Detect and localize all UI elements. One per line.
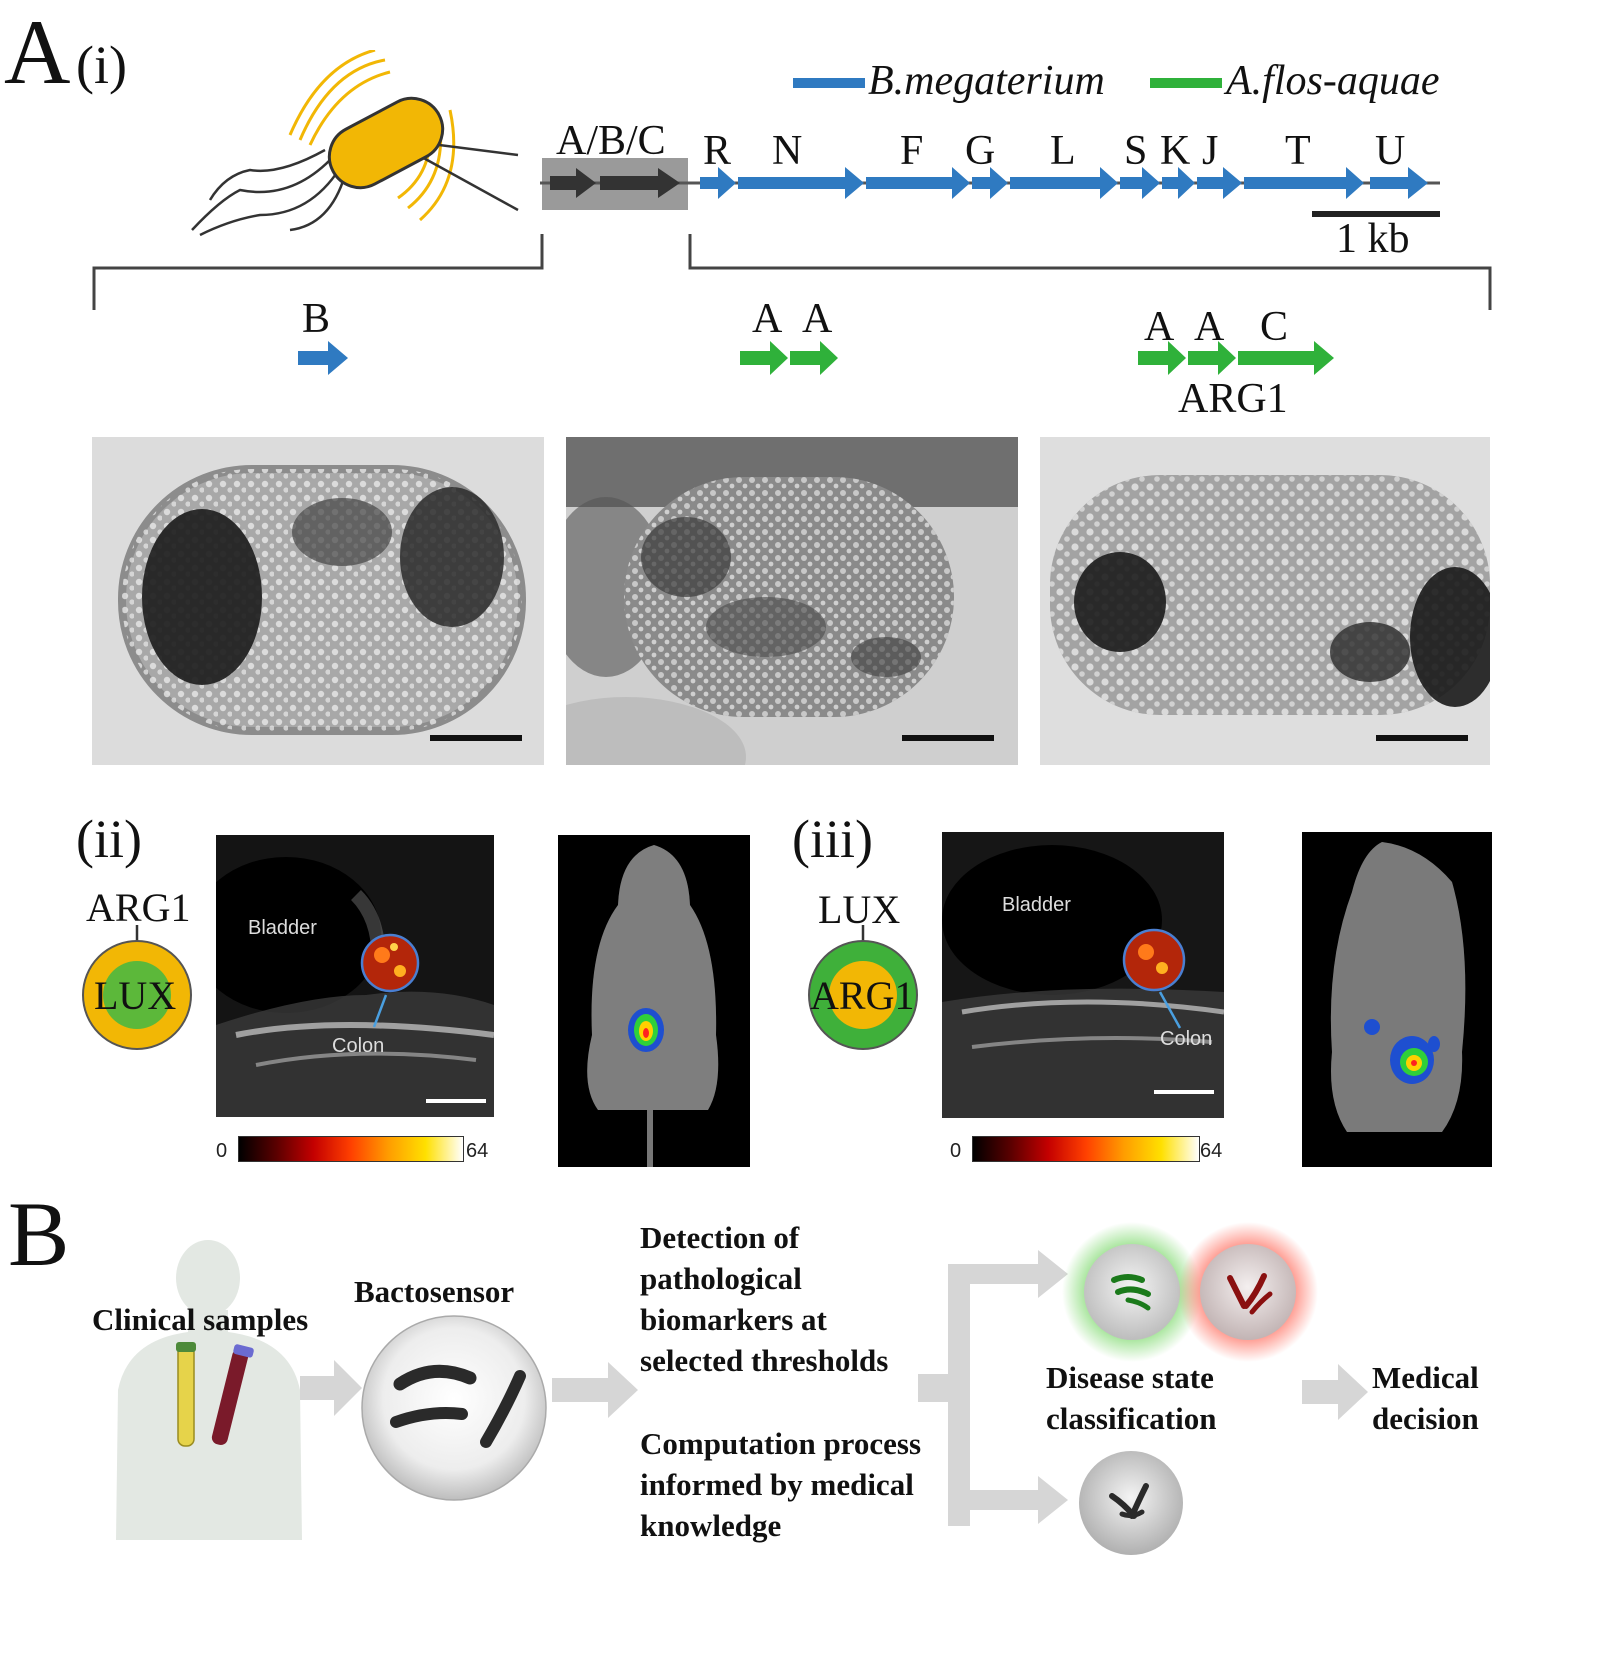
operon-label: A/B/C [556, 118, 666, 164]
cluster-left-b: B [302, 296, 331, 342]
detection-line-2: pathological [640, 1261, 802, 1296]
panel-ii-label: (ii) [76, 809, 142, 869]
bladder-label-iii: Bladder [1002, 894, 1071, 916]
detection-line-4: selected thresholds [640, 1343, 889, 1378]
branch-arrows [918, 1250, 1068, 1526]
cluster-right-a2: A [1194, 304, 1225, 350]
cluster-mid-a2: A [802, 296, 833, 342]
medical-line-1: Medical [1372, 1360, 1479, 1395]
ring-iii-outer-label: LUX [818, 887, 901, 932]
panel-iii-label: (iii) [792, 809, 873, 869]
cluster-right-a1: A [1144, 304, 1175, 350]
gene-k: K [1160, 128, 1191, 174]
colon-label-ii: Colon [332, 1035, 385, 1057]
ring-ii-inner-label: LUX [94, 973, 177, 1018]
ring-iii-diagram [808, 925, 918, 1050]
bactosensor-label: Bactosensor [354, 1274, 515, 1309]
cluster-left-arrow [298, 341, 348, 375]
colorbar-ii-min: 0 [216, 1140, 228, 1162]
ultrasound-image-ii: Bladder Colon [216, 835, 494, 1117]
gene-r: R [703, 128, 732, 174]
neutral-state-icon [1079, 1451, 1183, 1555]
computation-line-3: knowledge [640, 1508, 782, 1543]
tem-micrograph-1 [92, 437, 544, 765]
gene-n: N [772, 128, 803, 174]
mouse-bioluminescence-ii [558, 835, 750, 1167]
clinical-samples-label: Clinical samples [92, 1302, 309, 1337]
bacterium-illustration [191, 50, 519, 237]
gene-f: F [900, 128, 924, 174]
legend-b-megaterium: B.megaterium [868, 58, 1105, 104]
computation-line-2: informed by medical [640, 1467, 914, 1502]
colorbar-ii-max: 64 [466, 1140, 489, 1162]
cluster-mid-arrows [740, 341, 838, 375]
panel-a-letter: A [4, 1, 71, 103]
gene-g: G [965, 128, 996, 174]
ring-iii-inner-label: ARG1 [810, 973, 915, 1018]
gene-j: J [1202, 128, 1219, 174]
healthy-state-icon [1062, 1222, 1202, 1362]
disease-line-2: classification [1046, 1401, 1217, 1436]
colorbar-iii [972, 1136, 1200, 1162]
colorbar-ii [238, 1136, 464, 1162]
medical-line-2: decision [1372, 1401, 1479, 1436]
mouse-bioluminescence-iii [1302, 832, 1492, 1167]
cluster-right-arrows [1138, 341, 1334, 375]
detection-line-1: Detection of [640, 1220, 800, 1255]
colorbar-iii-max: 64 [1200, 1140, 1223, 1162]
disease-line-1: Disease state [1046, 1360, 1214, 1395]
ultrasound-image-iii: Bladder Colon [942, 832, 1224, 1118]
panel-b-letter: B [8, 1183, 70, 1285]
arrow-to-detection [552, 1362, 638, 1418]
legend-a-flos-aquae: A.flos-aquae [1226, 58, 1440, 104]
cluster-right-c: C [1260, 304, 1289, 350]
bactosensor-icon [361, 1315, 547, 1501]
ring-ii-outer-label: ARG1 [86, 885, 191, 930]
gene-s: S [1124, 128, 1148, 174]
cluster-brackets [92, 234, 1492, 310]
tem-micrograph-2 [566, 437, 1018, 765]
arrow-to-medical-decision [1302, 1364, 1368, 1420]
human-silhouette [116, 1240, 302, 1540]
gene-cluster-map [540, 158, 1440, 217]
gene-t: T [1285, 128, 1311, 174]
colon-label-iii: Colon [1160, 1028, 1213, 1050]
sample-tubes-icon [176, 1342, 254, 1447]
disease-state-icon [1178, 1222, 1318, 1362]
gene-l: L [1050, 128, 1076, 174]
panel-a-sub-i: (i) [76, 35, 127, 95]
scale-label: 1 kb [1336, 216, 1410, 262]
cluster-mid-a1: A [752, 296, 783, 342]
colorbar-iii-min: 0 [950, 1140, 962, 1162]
bladder-label-ii: Bladder [248, 917, 317, 939]
legend-blue-line [793, 78, 865, 88]
detection-line-3: biomarkers at [640, 1302, 827, 1337]
ring-ii-diagram [82, 925, 192, 1050]
gene-u: U [1375, 128, 1406, 174]
legend-green-line [1150, 78, 1222, 88]
arrow-to-bactosensor [300, 1360, 362, 1416]
tem-micrograph-3 [1040, 437, 1490, 765]
computation-line-1: Computation process [640, 1426, 922, 1461]
cluster-right-name: ARG1 [1178, 376, 1288, 422]
